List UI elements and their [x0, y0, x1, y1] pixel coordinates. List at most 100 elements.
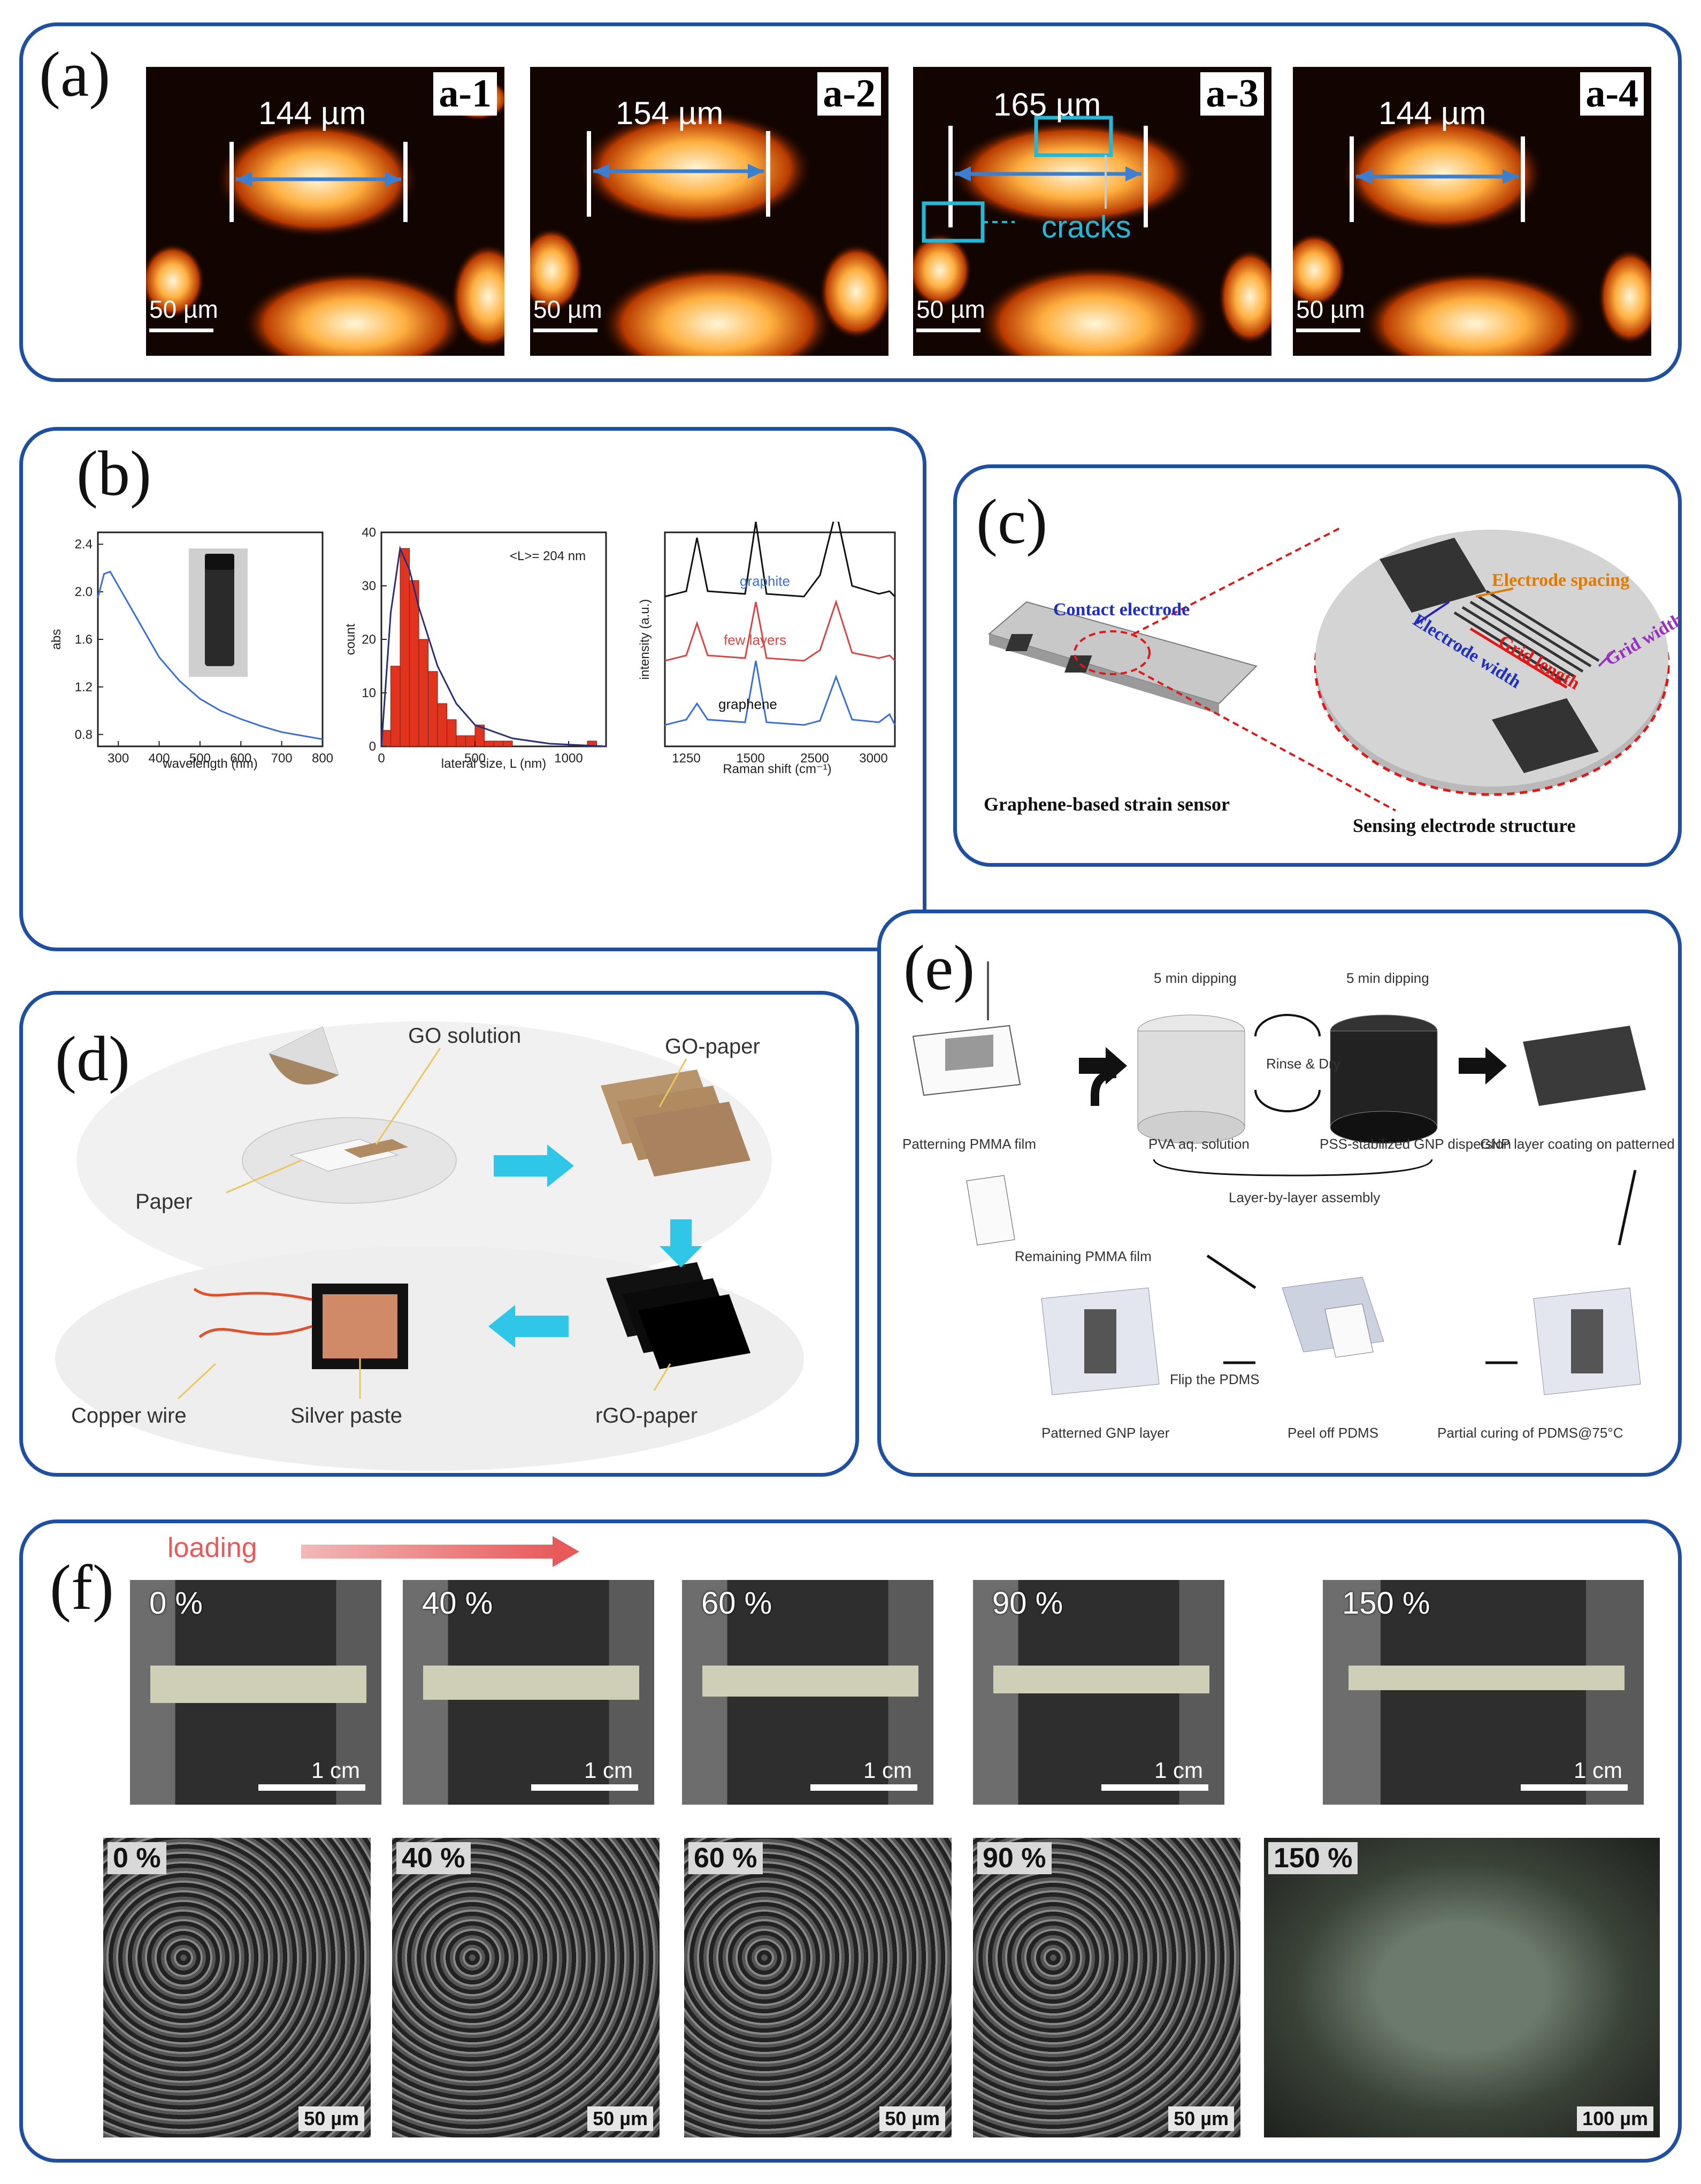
rgo-paper-label: rGO-paper — [595, 1404, 698, 1427]
panel-a-label: (a) — [39, 39, 111, 110]
scale-label-a4: 50 µm — [1296, 295, 1365, 323]
panel-d: (d) GO solution GO-paper Paper rGO-paper… — [19, 991, 859, 1477]
scale-bar-a1 — [149, 329, 213, 332]
panel-c-label: (c) — [976, 486, 1048, 557]
remaining-label: Remaining PMMA film — [1015, 1248, 1152, 1264]
strain-sensor-caption: Graphene-based strain sensor — [984, 793, 1230, 815]
y-tick-label: 10 — [362, 686, 376, 700]
y-tick-label: 0 — [369, 739, 376, 754]
y-tick-label: 1.2 — [75, 680, 93, 694]
sem-image: 40 % 50 µm — [392, 1838, 660, 2137]
y-tick-label: 1.6 — [75, 632, 93, 647]
raman-ylabel: intensity (a.u.) — [638, 599, 652, 680]
scale-bar-label: 1 cm — [1573, 1758, 1622, 1783]
panel-d-label: (d) — [55, 1023, 130, 1094]
measurement-a4: 144 µm — [1378, 95, 1487, 131]
histogram-bar — [400, 548, 410, 747]
measurement-a2: 154 µm — [616, 95, 724, 131]
y-tick-label: 2.4 — [75, 537, 93, 552]
scale-bar — [1101, 1784, 1208, 1791]
micrograph-a4: 144 µm a-4 50 µm — [1293, 67, 1651, 356]
panel-a: (a) 144 µm a-1 50 µm 1 — [19, 22, 1682, 382]
strain-photo: 0 % 1 cm — [130, 1580, 381, 1805]
strain-percentage: 150 % — [1342, 1586, 1430, 1621]
y-tick-label: 0.8 — [75, 728, 93, 742]
sem-image: 150 % 100 µm — [1264, 1838, 1660, 2137]
sem-strain-label: 150 % — [1268, 1842, 1358, 1874]
scale-bar-label: 1 cm — [584, 1758, 633, 1783]
scale-bar-a4 — [1296, 329, 1360, 332]
scale-bar — [531, 1784, 638, 1791]
contact-electrode-label: Contact electrode — [1053, 600, 1190, 620]
measurement-a3: 165 µm — [993, 87, 1101, 123]
panel-f: (f) loading 0 % 1 cm 40 % 1 cm 60 % 1 cm… — [19, 1519, 1682, 2163]
loading-arrow — [301, 1545, 558, 1559]
y-tick-label: 40 — [362, 525, 376, 540]
raman-xlabel: Raman shift (cm⁻¹) — [723, 762, 831, 776]
histogram-xlabel: lateral size, L (nm) — [441, 757, 547, 771]
sem-scale-bar: 100 µm — [1577, 2106, 1653, 2131]
x-tick-label: 0 — [378, 751, 385, 766]
scale-bar-label: 1 cm — [863, 1758, 912, 1783]
absorbance-ylabel: abs — [49, 629, 64, 650]
x-tick-label: 500 — [189, 751, 211, 766]
panel-e: (e) 5 min dipping 5 min dipping Rinse & … — [877, 910, 1682, 1477]
raman-series-graphene: graphene — [718, 696, 777, 712]
histogram-bar — [484, 740, 494, 747]
raman-line-few-layers — [664, 599, 896, 662]
sem-strain-label: 0 % — [108, 1842, 166, 1874]
micrograph-a3: 165 µm cracks a-3 50 µm — [913, 67, 1271, 356]
curing-label: Partial curing of PDMS@75°C — [1437, 1425, 1623, 1441]
micrograph-a4-glow — [1293, 115, 1651, 356]
scale-label-a2: 50 µm — [533, 295, 602, 323]
tag-a1: a-1 — [433, 72, 497, 116]
sem-strain-label: 40 % — [396, 1842, 471, 1874]
flip-label: Flip the PDMS — [1170, 1371, 1260, 1387]
histogram-bar — [465, 735, 476, 747]
strain-percentage: 90 % — [992, 1586, 1063, 1621]
histogram-annotation: <L>= 204 nm — [510, 549, 586, 563]
patterning-label: Patterning PMMA film — [902, 1136, 1036, 1152]
histogram-bar — [474, 724, 485, 747]
raman-series-few-layers: few layers — [724, 632, 786, 648]
strain-percentage: 60 % — [701, 1586, 772, 1621]
absorbance-xlabel: wavelength (nm) — [162, 757, 257, 771]
micrograph-a2: 154 µm a-2 50 µm — [530, 67, 888, 356]
strain-photo: 60 % 1 cm — [682, 1580, 933, 1805]
sem-strain-label: 90 % — [977, 1842, 1052, 1874]
strain-specimen — [423, 1666, 639, 1700]
tag-a2: a-2 — [817, 72, 881, 116]
strain-photo: 150 % 1 cm — [1323, 1580, 1644, 1805]
scale-bar — [258, 1784, 365, 1791]
histogram-bar — [428, 671, 438, 747]
scale-bar-a2 — [533, 329, 597, 332]
coating-label: GNP layer coating on patterned PMMA film — [1480, 1136, 1678, 1152]
x-tick-label: 1250 — [672, 751, 700, 766]
sensing-electrode-caption: Sensing electrode structure — [1353, 815, 1576, 836]
peel-label: Peel off PDMS — [1288, 1425, 1378, 1441]
strain-photo: 90 % 1 cm — [973, 1580, 1224, 1805]
go-paper-label: GO-paper — [665, 1035, 760, 1058]
rgo-paper-process-diagram: GO solution GO-paper Paper rGO-paper Cop… — [55, 1021, 804, 1471]
y-tick-label: 20 — [362, 632, 376, 647]
histogram-bar — [493, 740, 503, 747]
scale-bar-a3 — [916, 329, 980, 332]
histogram-bar — [456, 735, 466, 747]
raman-line-graphene — [664, 522, 896, 598]
loading-label: loading — [167, 1532, 257, 1563]
histogram-ylabel: count — [343, 623, 358, 655]
raman-line-graphite — [664, 660, 896, 726]
strain-specimen — [1348, 1666, 1625, 1690]
silver-paste-label: Silver paste — [290, 1404, 402, 1427]
x-tick-label: 800 — [312, 751, 333, 766]
scale-label-a1: 50 µm — [149, 295, 218, 323]
y-tick-label: 2.0 — [75, 585, 93, 599]
sem-image: 90 % 50 µm — [973, 1838, 1240, 2137]
absorbance-series-line — [97, 570, 323, 740]
panel-f-label: (f) — [50, 1552, 114, 1623]
scale-bar — [810, 1784, 917, 1791]
